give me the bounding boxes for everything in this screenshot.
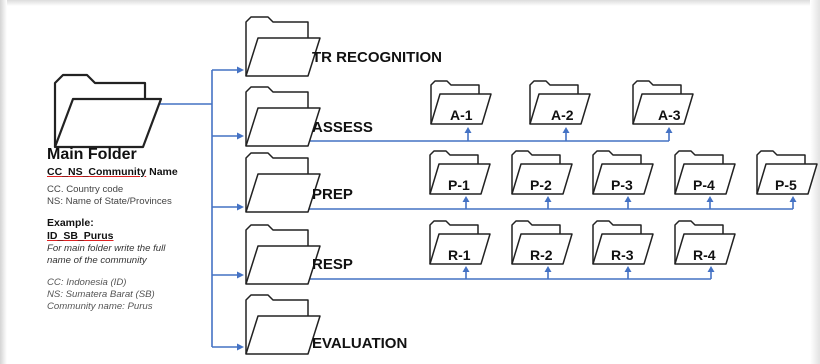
subfolder-icon-p-1 bbox=[429, 150, 491, 195]
subfolder-label-r-4: R-4 bbox=[693, 247, 716, 263]
category-label-evaluation: EVALUATION bbox=[312, 335, 407, 352]
resp-sub-arrow-3 bbox=[624, 266, 632, 272]
folder-icon-assess bbox=[245, 86, 321, 147]
subfolder-icon-r-2 bbox=[511, 220, 573, 265]
subfolder-icon-r-3 bbox=[592, 220, 654, 265]
example-code: ID_SB_Purus bbox=[47, 230, 217, 243]
example-value-state: NS: Sumatera Barat (SB) bbox=[47, 289, 155, 300]
example-note-line-2: name of the community bbox=[47, 255, 147, 266]
resp-sub-arrow-1 bbox=[462, 266, 470, 272]
assess-sub-arrow-1 bbox=[464, 127, 472, 133]
prep-sub-arrow-2 bbox=[544, 196, 552, 202]
resp-sub-arrow-4 bbox=[707, 266, 715, 272]
main-folder-title: Main Folder bbox=[47, 146, 137, 163]
subfolder-label-a-1: A-1 bbox=[450, 107, 473, 123]
subfolder-label-r-1: R-1 bbox=[448, 247, 471, 263]
subfolder-label-r-3: R-3 bbox=[611, 247, 634, 263]
frame-shadow-right bbox=[810, 0, 820, 364]
definition-country-code: CC. Country code bbox=[47, 184, 124, 195]
main-folder-legend: Main Folder CC_NS_Community Name CC. Cou… bbox=[47, 146, 217, 313]
example-value-country: CC: Indonesia (ID) bbox=[47, 277, 127, 288]
example-code-text: ID_SB_Purus bbox=[47, 230, 114, 242]
category-label-prep: PREP bbox=[312, 186, 353, 203]
subfolder-icon-a-1 bbox=[430, 80, 492, 125]
prep-sub-arrow-3 bbox=[624, 196, 632, 202]
subfolder-icon-p-5 bbox=[756, 150, 818, 195]
main-folder-icon bbox=[53, 73, 163, 149]
folder-icon-tr-recognition bbox=[245, 16, 321, 77]
arrowhead-assess bbox=[237, 132, 244, 140]
subfolder-label-a-2: A-2 bbox=[551, 107, 574, 123]
naming-format: CC_NS_Community Name bbox=[47, 165, 217, 179]
category-label-resp: RESP bbox=[312, 256, 353, 273]
arrowhead-prep bbox=[237, 203, 244, 211]
prep-sub-arrow-4 bbox=[706, 196, 714, 202]
subfolder-label-p-5: P-5 bbox=[775, 177, 797, 193]
subfolder-label-r-2: R-2 bbox=[530, 247, 553, 263]
spacer bbox=[47, 267, 217, 277]
arrowhead-tr-recognition bbox=[237, 66, 244, 74]
resp-sub-arrow-2 bbox=[544, 266, 552, 272]
subfolder-icon-p-4 bbox=[674, 150, 736, 195]
subfolder-label-a-3: A-3 bbox=[658, 107, 681, 123]
arrowhead-evaluation bbox=[237, 343, 244, 351]
subfolder-icon-a-2 bbox=[529, 80, 591, 125]
subfolder-icon-r-1 bbox=[429, 220, 491, 265]
naming-format-code: CC_NS_Community bbox=[47, 166, 147, 178]
subfolder-label-p-3: P-3 bbox=[611, 177, 633, 193]
subfolder-label-p-4: P-4 bbox=[693, 177, 715, 193]
connector-lines bbox=[150, 66, 797, 351]
subfolder-icon-a-3 bbox=[632, 80, 694, 125]
prep-sub-arrow-5 bbox=[789, 196, 797, 202]
frame-shadow-left bbox=[0, 0, 7, 364]
example-value-community: Community name: Purus bbox=[47, 301, 153, 312]
example-title: Example: bbox=[47, 217, 94, 229]
naming-format-suffix: Name bbox=[146, 166, 178, 178]
example-note-line-1: For main folder write the full bbox=[47, 243, 166, 254]
category-label-tr-recognition: TR RECOGNITION bbox=[312, 49, 442, 66]
assess-sub-arrow-2 bbox=[562, 127, 570, 133]
arrowhead-resp bbox=[237, 271, 244, 279]
category-label-assess: ASSESS bbox=[312, 119, 373, 136]
folder-icon-evaluation bbox=[245, 294, 321, 355]
folder-icon-resp bbox=[245, 224, 321, 285]
assess-sub-arrow-3 bbox=[665, 127, 673, 133]
prep-sub-arrow-1 bbox=[462, 196, 470, 202]
frame-shadow-top bbox=[0, 0, 820, 6]
subfolder-label-p-1: P-1 bbox=[448, 177, 470, 193]
subfolder-label-p-2: P-2 bbox=[530, 177, 552, 193]
folder-icon-prep bbox=[245, 152, 321, 213]
definition-state-name: NS: Name of State/Provinces bbox=[47, 196, 172, 207]
subfolder-icon-p-2 bbox=[511, 150, 573, 195]
subfolder-icon-r-4 bbox=[674, 220, 736, 265]
subfolder-icon-p-3 bbox=[592, 150, 654, 195]
